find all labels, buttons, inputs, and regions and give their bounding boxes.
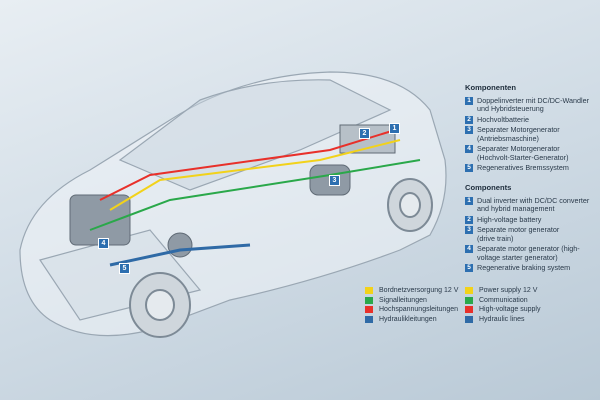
- blue-swatch: [365, 315, 373, 323]
- legend-title: Komponenten: [465, 83, 517, 92]
- red-swatch: [465, 306, 473, 313]
- yellow-swatch: [365, 287, 373, 294]
- line-hydraulic: Hydraulic lines: [465, 315, 540, 324]
- line-legend-en: Power supply 12 V Communication High-vol…: [465, 286, 540, 324]
- line-signal: Communication: [465, 296, 540, 305]
- yellow-swatch: [465, 287, 473, 294]
- callout-4: 4: [98, 238, 109, 249]
- line-signal: Signalleitungen: [365, 296, 458, 305]
- legend-title: Components: [465, 183, 512, 192]
- callout-1: 1: [389, 123, 400, 134]
- callout-3: 3: [329, 175, 340, 186]
- blue-swatch: [465, 315, 473, 323]
- line-hydraulic: Hydraulikleitungen: [365, 315, 458, 324]
- red-swatch: [365, 306, 373, 313]
- callout-5: 5: [119, 263, 130, 274]
- line-legend-de: Bordnetzversorgung 12 V Signalleitungen …: [365, 286, 458, 324]
- callout-2: 2: [359, 128, 370, 139]
- wheels: [129, 178, 433, 338]
- line-hv: High-voltage supply: [465, 305, 540, 314]
- green-swatch: [365, 296, 373, 304]
- line-power: Power supply 12 V: [465, 286, 540, 295]
- cable-lines: [89, 129, 421, 267]
- line-power: Bordnetzversorgung 12 V: [365, 286, 458, 295]
- green-swatch: [465, 296, 473, 304]
- line-hv: Hochspannungsleitungen: [365, 305, 458, 314]
